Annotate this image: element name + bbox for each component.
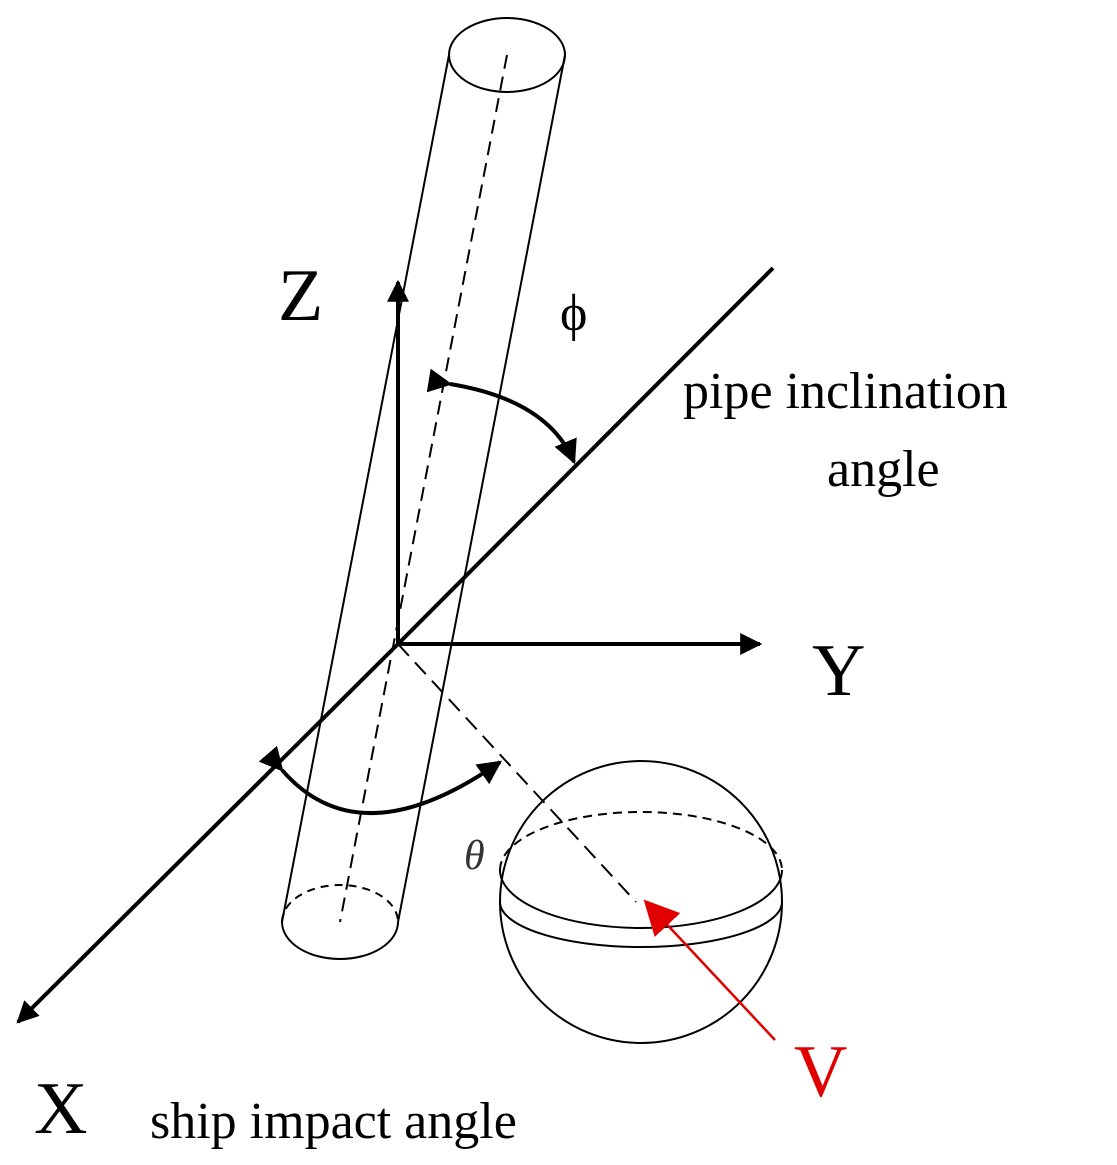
phi-arc [426, 368, 577, 465]
pipe-inclination-caption-line1: pipe inclination [683, 363, 1008, 420]
theta-arc [258, 745, 502, 816]
y-axis-label: Y [812, 630, 865, 712]
phi-label: ϕ [560, 285, 587, 342]
impact-direction-line [397, 643, 637, 903]
velocity-arrow [643, 899, 776, 1041]
theta-label: θ [464, 833, 485, 879]
velocity-label: V [794, 1031, 847, 1113]
x-axis-label: X [34, 1068, 87, 1150]
cylinder-pipe-icon [281, 17, 566, 960]
z-axis-label: Z [278, 255, 323, 337]
x-axis-extension [396, 266, 775, 646]
pipe-inclination-caption-line2: angle [827, 441, 940, 498]
ship-impact-caption: ship impact angle [150, 1093, 517, 1150]
sphere-ship-icon [499, 760, 783, 1044]
x-axis [16, 642, 400, 1024]
